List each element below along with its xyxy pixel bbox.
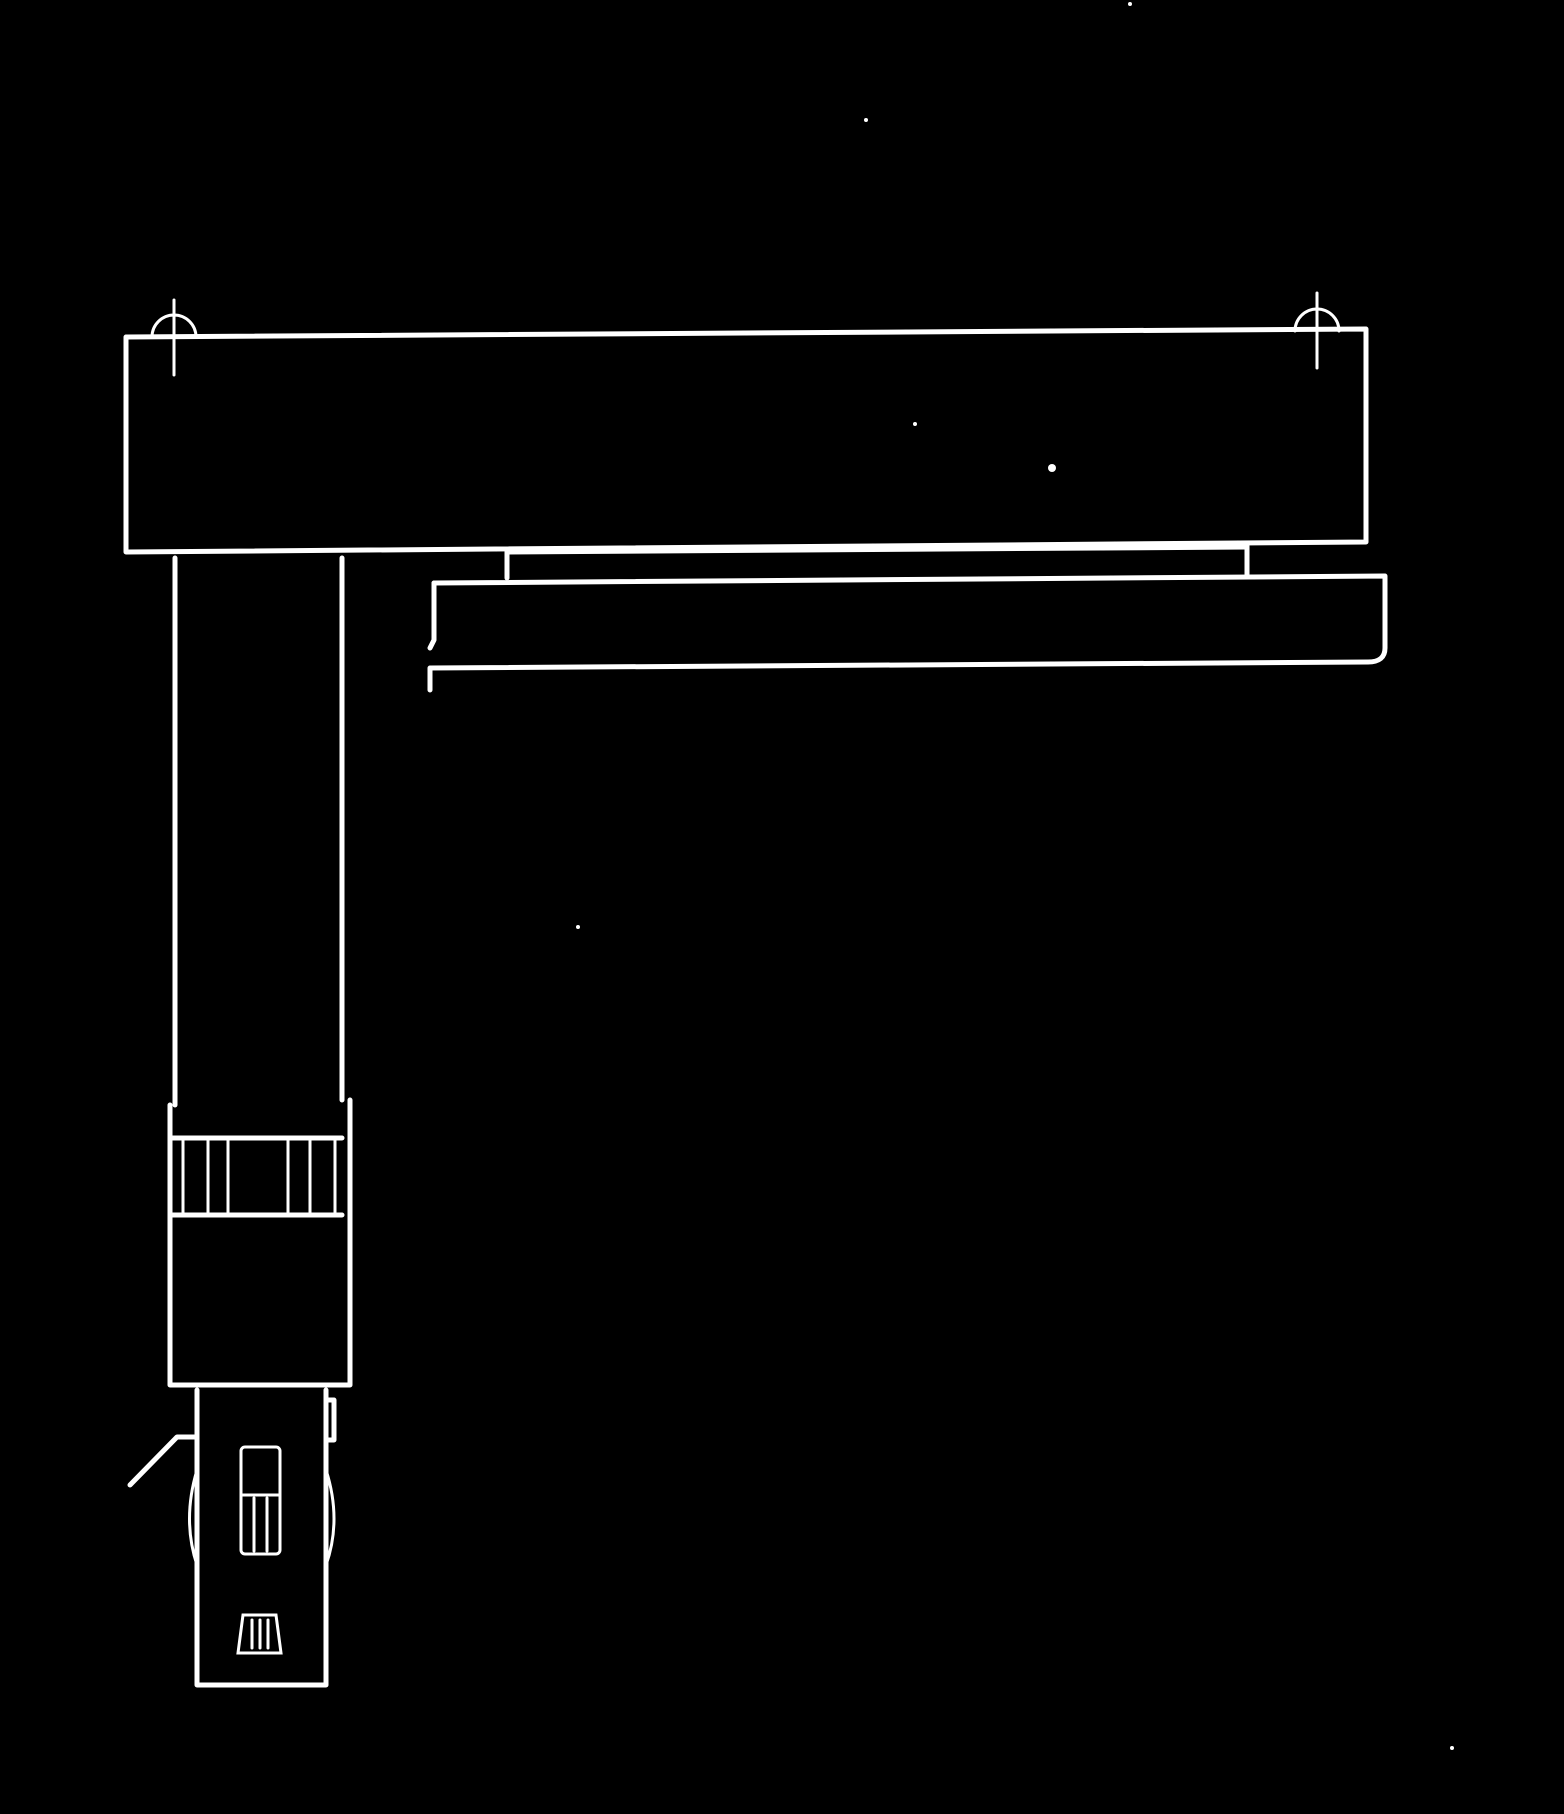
right-screw-mark xyxy=(1293,291,1341,370)
left-screw-mark xyxy=(150,298,198,377)
lower-tray xyxy=(427,573,1388,693)
right-bulge xyxy=(324,1468,336,1567)
vertical-column xyxy=(172,555,345,1108)
head-unit xyxy=(127,1387,337,1688)
column-clamp xyxy=(167,1097,353,1388)
top-beam xyxy=(123,291,1369,555)
print-specks xyxy=(576,2,1454,1750)
left-bulge xyxy=(188,1468,199,1567)
beam-connector xyxy=(504,542,1250,581)
upper-slot xyxy=(239,1445,282,1556)
lower-slot xyxy=(236,1613,283,1655)
side-lever xyxy=(127,1434,200,1488)
